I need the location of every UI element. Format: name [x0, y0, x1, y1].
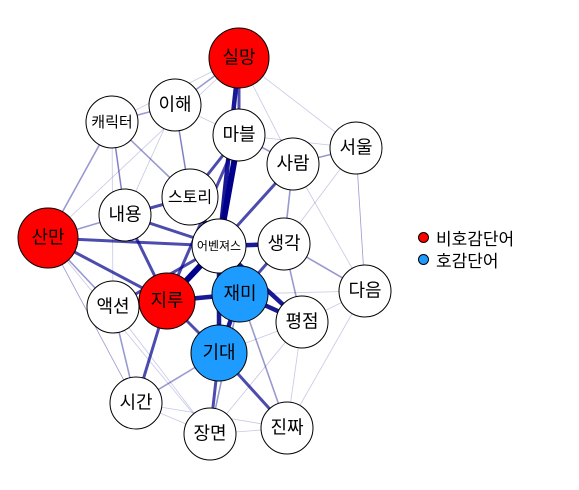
node-label-다음: 다음 [348, 281, 381, 302]
edge-액션-장면 [112, 306, 211, 435]
node-label-캐릭터: 캐릭터 [91, 113, 132, 131]
node-어벤져스: 어벤져스 [191, 218, 247, 274]
node-circle-스토리 [161, 168, 219, 226]
node-label-생각: 생각 [267, 234, 300, 255]
node-label-지루: 지루 [150, 291, 183, 312]
legend-swatch-negative [418, 231, 429, 243]
legend-item-negative: 비호감단어 [418, 226, 515, 250]
node-circle-캐릭터 [85, 95, 139, 149]
node-label-실망: 실망 [222, 48, 255, 69]
edge-산만-장면 [47, 237, 211, 435]
node-circle-시간 [109, 376, 163, 430]
node-재미: 재미 [211, 265, 269, 323]
node-스토리: 스토리 [161, 168, 219, 226]
node-서울: 서울 [329, 121, 383, 175]
node-label-진짜: 진짜 [270, 418, 304, 439]
node-label-어벤져스: 어벤져스 [197, 239, 241, 253]
node-시간: 시간 [109, 376, 163, 430]
node-캐릭터: 캐릭터 [85, 95, 139, 149]
legend-label-positive: 호감단어 [436, 251, 499, 272]
node-circle-액션 [86, 280, 140, 334]
node-label-기대: 기대 [202, 343, 235, 364]
node-label-산만: 산만 [31, 228, 64, 249]
legend-label-negative: 비호감단어 [436, 229, 515, 250]
node-label-내용: 내용 [108, 205, 141, 226]
node-장면: 장면 [183, 407, 237, 461]
node-다음: 다음 [338, 264, 392, 318]
node-생각: 생각 [257, 217, 311, 271]
node-사람: 사람 [266, 137, 320, 191]
node-circle-생각 [257, 217, 311, 271]
node-진짜: 진짜 [260, 401, 314, 455]
node-label-재미: 재미 [223, 284, 256, 305]
node-기대: 기대 [190, 324, 248, 382]
node-circle-지루 [138, 272, 196, 330]
node-circle-산만 [17, 207, 79, 269]
node-circle-이해 [148, 78, 202, 132]
node-액션: 액션 [86, 280, 140, 334]
node-circle-어벤져스 [191, 218, 247, 274]
node-circle-진짜 [260, 401, 314, 455]
node-circle-재미 [211, 265, 269, 323]
node-circle-평점 [275, 295, 329, 349]
node-평점: 평점 [275, 295, 329, 349]
node-circle-내용 [98, 188, 152, 242]
legend: 비호감단어 호감단어 [418, 226, 515, 272]
node-circle-장면 [183, 407, 237, 461]
node-circle-실망 [208, 27, 270, 89]
node-label-마블: 마블 [222, 125, 255, 146]
node-label-사람: 사람 [276, 154, 309, 175]
node-circle-서울 [329, 121, 383, 175]
legend-item-positive: 호감단어 [418, 248, 514, 272]
node-label-평점: 평점 [285, 312, 318, 333]
node-label-서울: 서울 [339, 138, 372, 159]
node-label-시간: 시간 [119, 393, 152, 414]
node-circle-사람 [266, 137, 320, 191]
node-이해: 이해 [148, 78, 202, 132]
node-label-장면: 장면 [193, 424, 226, 445]
node-실망: 실망 [208, 27, 270, 89]
node-circle-다음 [338, 264, 392, 318]
node-마블: 마블 [212, 108, 266, 162]
node-circle-마블 [212, 108, 266, 162]
node-label-스토리: 스토리 [168, 188, 212, 207]
node-내용: 내용 [98, 188, 152, 242]
legend-swatch-positive [418, 253, 429, 265]
node-circle-기대 [190, 324, 248, 382]
node-label-이해: 이해 [158, 95, 191, 116]
node-label-액션: 액션 [96, 297, 129, 318]
node-지루: 지루 [138, 272, 196, 330]
edge-실망-산만 [47, 57, 240, 239]
node-산만: 산만 [17, 207, 79, 269]
